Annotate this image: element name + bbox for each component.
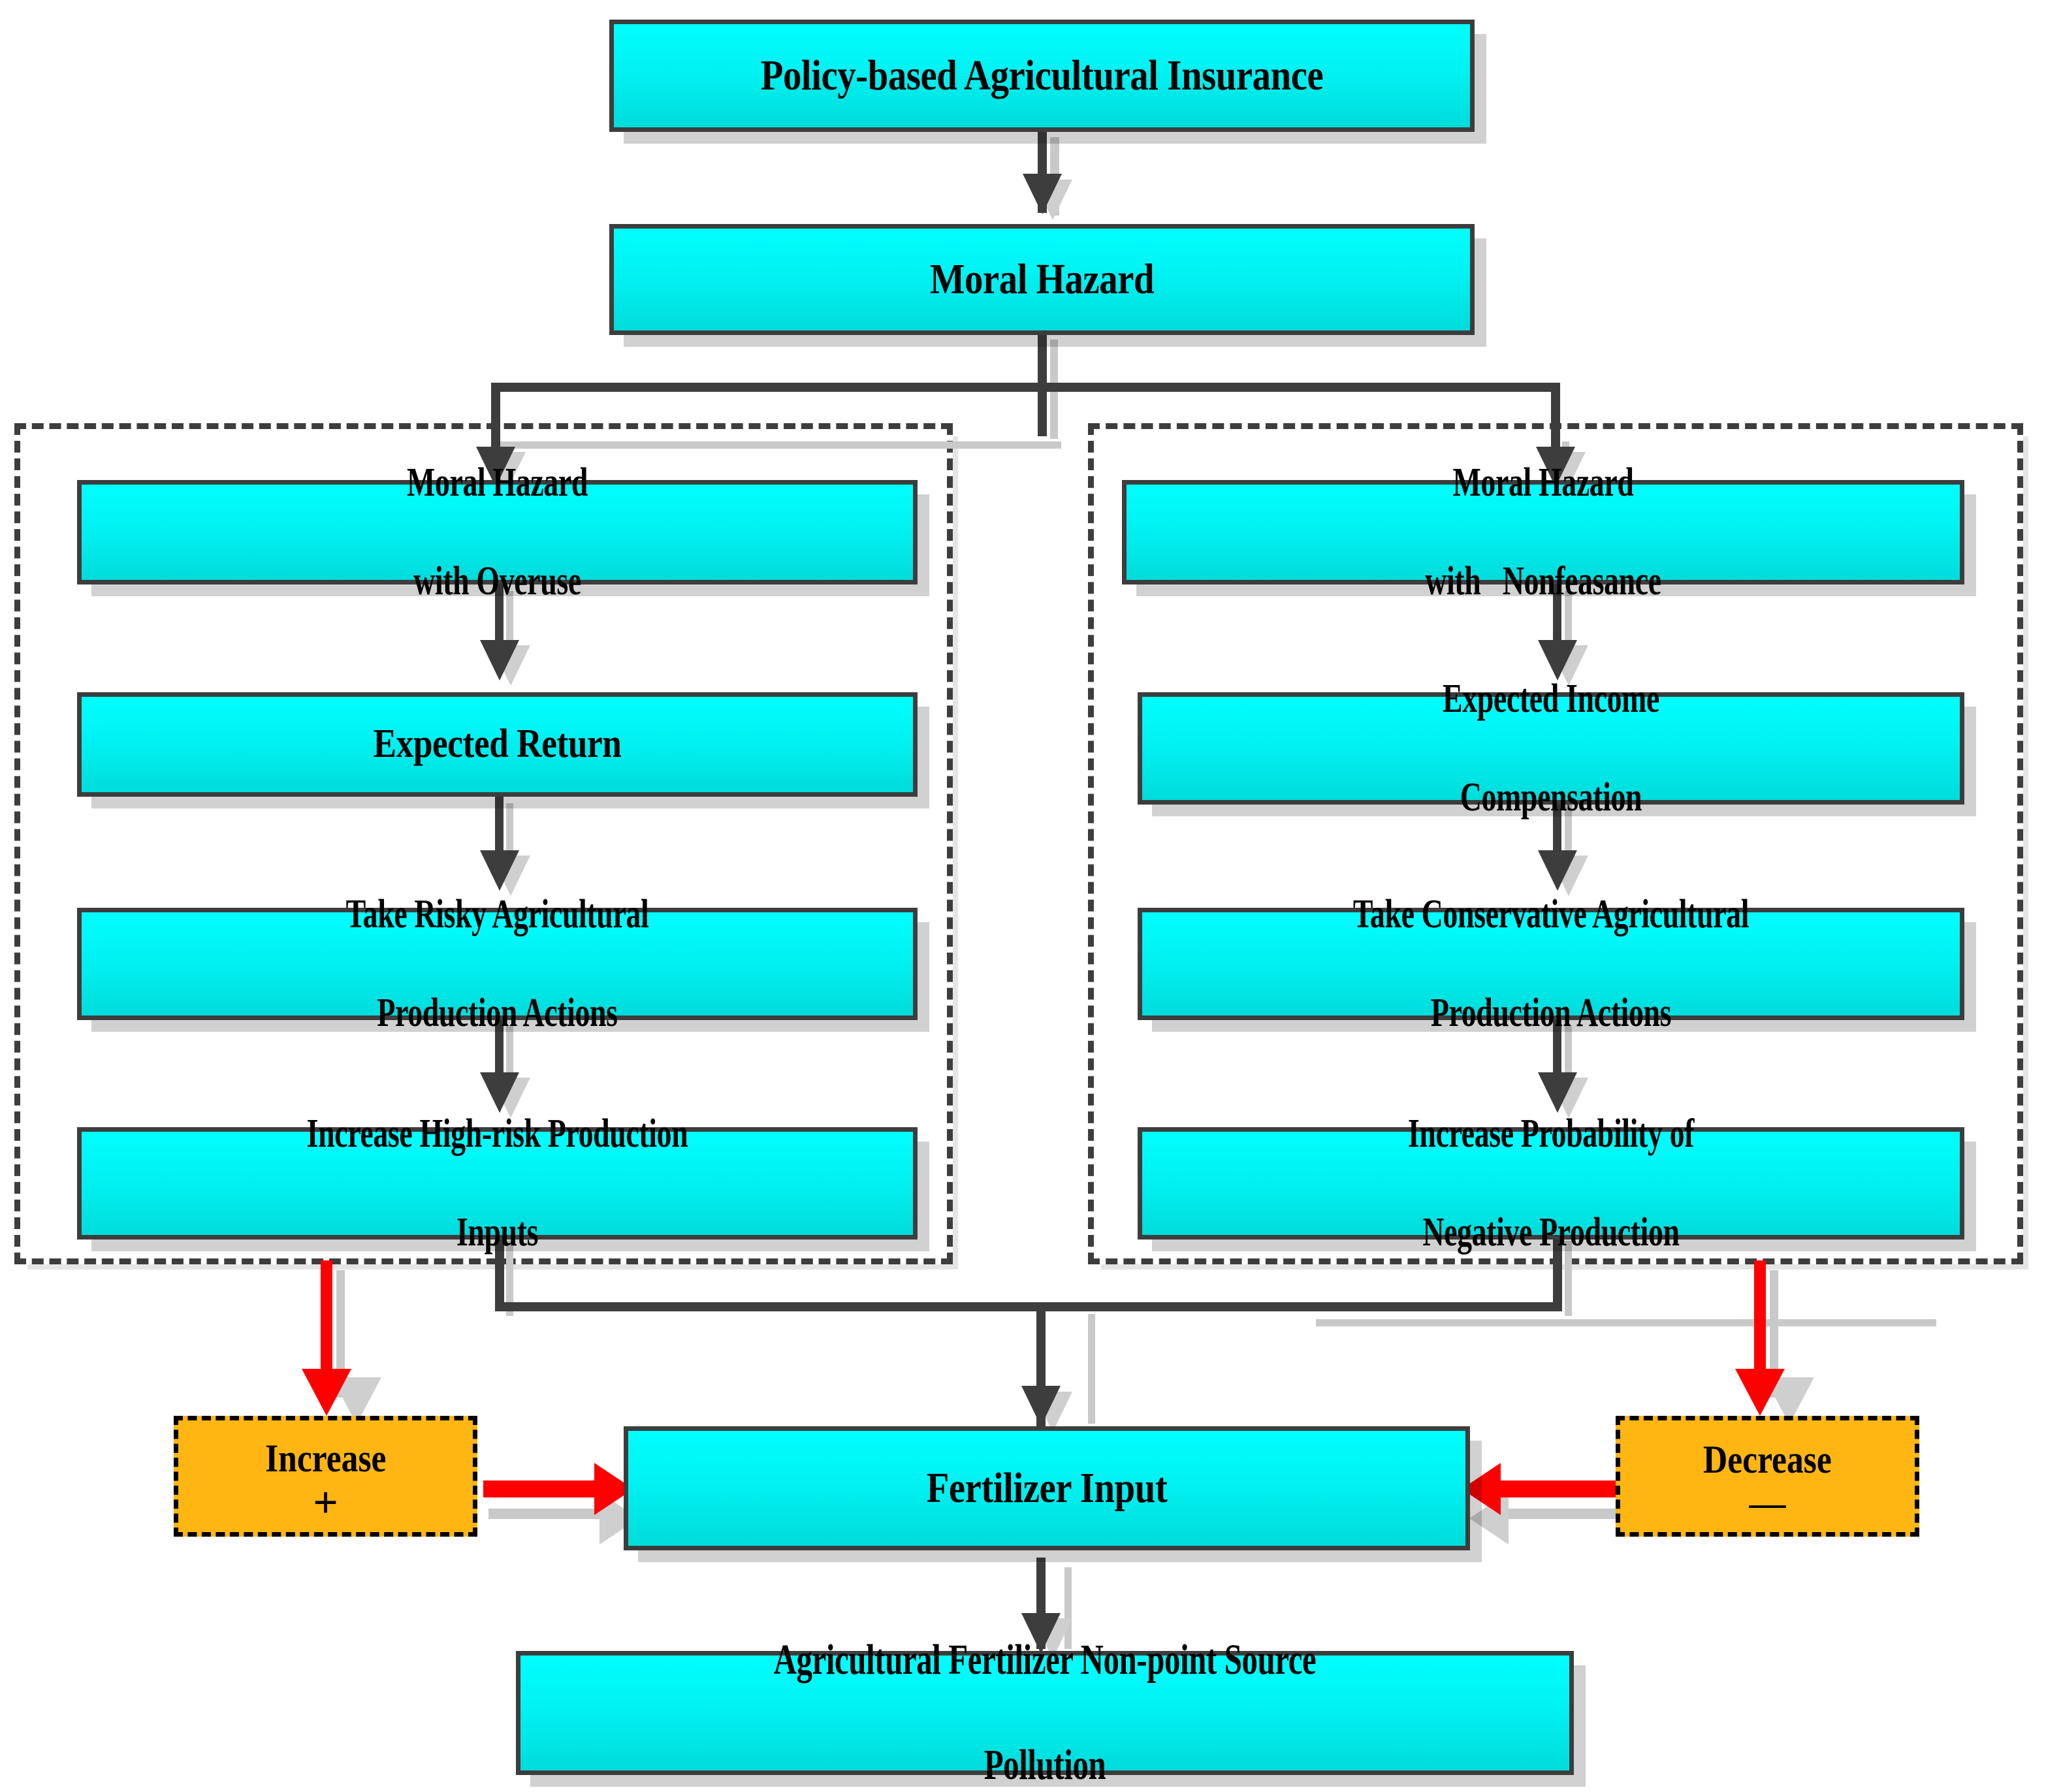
node-increase-high-risk-production-inputs[interactable]: Increase High-risk Production Inputs — [77, 1112, 918, 1255]
connector-shadow — [506, 1241, 513, 1316]
node-label-line2: Production Actions — [377, 990, 618, 1035]
connector-increase-to-fertilizer — [483, 1480, 607, 1497]
node-moral-hazard-with-nonfeasance[interactable]: Moral Hazard with Nonfeasance — [1122, 460, 1964, 603]
arrowhead-left-3-to-4 — [480, 1072, 519, 1113]
decrease-label: Decrease — [1703, 1437, 1832, 1481]
node-label-line1: Moral Hazard — [406, 460, 588, 505]
connector-shadow — [1565, 1025, 1572, 1096]
node-label-line1: Take Conservative Agricultural — [1352, 891, 1750, 936]
connector-shadow — [1488, 1509, 1625, 1519]
node-label-line2: Negative Production — [1422, 1209, 1680, 1255]
node-increase-probability-of-negative-production[interactable]: Increase Probability of Negative Product… — [1138, 1112, 1964, 1255]
arrowhead-right-to-decrease — [1735, 1369, 1785, 1416]
node-take-risky-agricultural-production-actions[interactable]: Take Risky Agricultural Production Actio… — [77, 892, 918, 1035]
node-label-line1: Increase High-risk Production — [306, 1111, 688, 1156]
node-increase[interactable]: Increase + — [174, 1416, 477, 1537]
node-label-line2: Pollution — [983, 1741, 1106, 1789]
connector-shadow — [506, 1025, 513, 1096]
connector-shadow — [1088, 1314, 1095, 1424]
connector-left-to-increase — [321, 1260, 332, 1391]
node-label-line2: with Overuse — [413, 558, 581, 603]
connector-shadow — [336, 1270, 345, 1398]
connector-shadow — [1316, 1319, 1936, 1326]
group-overuse-branch — [14, 423, 953, 1264]
node-expected-return[interactable]: Expected Return — [77, 692, 918, 797]
node-label: Fertilizer Input — [926, 1464, 1168, 1512]
connector-shadow — [1770, 1270, 1778, 1398]
arrowhead-fertilizer-to-outcome — [1021, 1613, 1061, 1654]
connector-split-right-drop — [1551, 383, 1560, 461]
increase-label: Increase — [264, 1437, 387, 1480]
node-label-line1: Agricultural Fertilizer Non-point Source — [773, 1636, 1317, 1684]
connector-shadow — [1565, 591, 1572, 663]
node-decrease[interactable]: Decrease — — [1616, 1416, 1919, 1537]
arrowhead-right-1-to-2 — [1538, 640, 1577, 680]
connector-split-left-drop — [491, 383, 500, 461]
arrowhead-root-to-hazard — [1023, 174, 1062, 214]
node-fertilizer-input[interactable]: Fertilizer Input — [624, 1426, 1470, 1550]
arrowhead-left-1-to-2 — [480, 640, 519, 680]
node-label-line2: Inputs — [456, 1209, 539, 1255]
decrease-sign: — — [1749, 1482, 1786, 1524]
connector-split-bus — [491, 383, 1560, 392]
connector-shadow — [500, 441, 1061, 449]
connector-shadow — [506, 803, 513, 874]
connector-shadow — [1565, 1241, 1572, 1316]
node-agricultural-fertilizer-nonpoint-source-pollution[interactable]: Agricultural Fertilizer Non-point Source… — [516, 1636, 1574, 1789]
node-label-line2: Production Actions — [1430, 990, 1672, 1035]
arrowhead-left-to-increase — [302, 1369, 351, 1416]
node-expected-income-compensation[interactable]: Expected Income Compensation — [1138, 677, 1964, 820]
node-label-line2: with Nonfeasance — [1425, 558, 1661, 603]
connector-shadow — [488, 1509, 626, 1519]
connector-right-to-decrease — [1754, 1260, 1766, 1391]
node-label-line1: Take Risky Agricultural — [345, 891, 649, 936]
node-label: Expected Return — [373, 722, 622, 767]
node-moral-hazard-with-overuse[interactable]: Moral Hazard with Overuse — [77, 460, 918, 603]
connector-shadow — [1565, 803, 1572, 874]
node-label-line1: Expected Income — [1443, 676, 1659, 721]
connector-left-branch-out — [495, 1234, 504, 1311]
node-take-conservative-agricultural-production-actions[interactable]: Take Conservative Agricultural Productio… — [1138, 892, 1964, 1035]
arrowhead-right-3-to-4 — [1538, 1072, 1577, 1113]
arrowhead-right-2-to-3 — [1538, 850, 1577, 891]
connector-right-branch-out — [1553, 1234, 1562, 1311]
increase-sign: + — [313, 1477, 338, 1528]
node-policy-based-agricultural-insurance[interactable]: Policy-based Agricultural Insurance — [609, 20, 1475, 132]
connector-decrease-to-fertilizer — [1499, 1480, 1623, 1497]
node-label-line1: Increase Probability of — [1407, 1111, 1695, 1156]
arrowhead-left-2-to-3 — [480, 850, 519, 891]
node-label: Moral Hazard — [929, 255, 1155, 303]
node-moral-hazard[interactable]: Moral Hazard — [609, 224, 1475, 335]
connector-shadow — [506, 591, 513, 663]
node-label: Policy-based Agricultural Insurance — [760, 51, 1324, 99]
connector-merge-bus — [495, 1302, 1562, 1311]
node-label-line1: Moral Hazard — [1452, 460, 1634, 505]
connector-shadow — [1064, 1567, 1072, 1649]
node-label-line2: Compensation — [1460, 775, 1642, 820]
arrowhead-merge-to-fertilizer — [1021, 1386, 1061, 1426]
